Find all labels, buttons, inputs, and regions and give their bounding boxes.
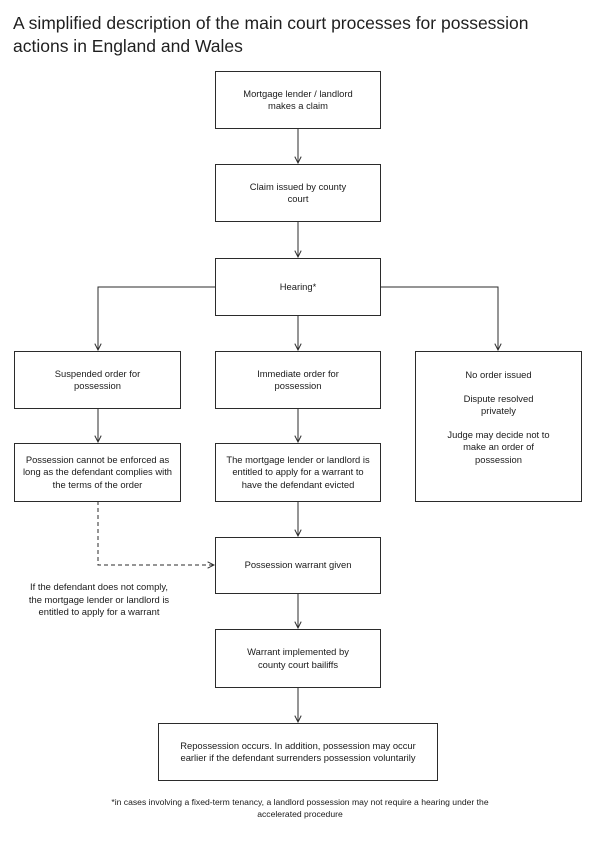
page-title: A simplified description of the main cou…: [13, 13, 529, 56]
arrow-hearing-to-suspended: [98, 286, 215, 350]
node-no-order-heading: No order issued: [465, 369, 532, 380]
node-claim-issued-label: Claim issued by county court: [249, 180, 347, 205]
node-repossession: Repossession occurs. In addition, posses…: [158, 723, 438, 781]
node-entitled-warrant: The mortgage lender or landlord is entit…: [215, 443, 381, 502]
footnote: *in cases involving a fixed-term tenancy…: [111, 797, 489, 819]
node-possession-warrant: Possession warrant given: [215, 537, 381, 594]
node-repossession-label: Repossession occurs. In addition, posses…: [180, 739, 416, 764]
node-claim-label: Mortgage lender / landlord makes a claim: [243, 87, 353, 112]
node-claim-issued: Claim issued by county court: [215, 164, 381, 222]
node-no-order-line2: Judge may decide not to make an order of…: [447, 428, 550, 465]
dashed-arrow-to-warrant: [97, 501, 214, 565]
node-no-order: No order issued Dispute resolved private…: [415, 351, 582, 502]
node-cannot-enforce: Possession cannot be enforced as long as…: [14, 443, 181, 502]
side-note: If the defendant does not comply, the mo…: [28, 581, 170, 617]
node-possession-warrant-label: Possession warrant given: [244, 559, 352, 571]
node-hearing-label: Hearing*: [279, 280, 317, 292]
node-warrant-implemented: Warrant implemented by county court bail…: [215, 629, 381, 688]
node-immediate-order-label: Immediate order for possession: [257, 367, 339, 392]
node-suspended-order-label: Suspended order for possession: [54, 367, 141, 392]
node-entitled-warrant-label: The mortgage lender or landlord is entit…: [226, 453, 370, 490]
node-warrant-implemented-label: Warrant implemented by county court bail…: [247, 646, 349, 670]
node-claim: Mortgage lender / landlord makes a claim: [215, 71, 381, 129]
node-suspended-order: Suspended order for possession: [14, 351, 181, 409]
node-cannot-enforce-label: Possession cannot be enforced as long as…: [22, 453, 173, 490]
node-immediate-order: Immediate order for possession: [215, 351, 381, 409]
arrow-hearing-to-no-order: [381, 286, 498, 350]
node-hearing: Hearing*: [215, 258, 381, 316]
node-no-order-line1: Dispute resolved privately: [463, 392, 534, 417]
